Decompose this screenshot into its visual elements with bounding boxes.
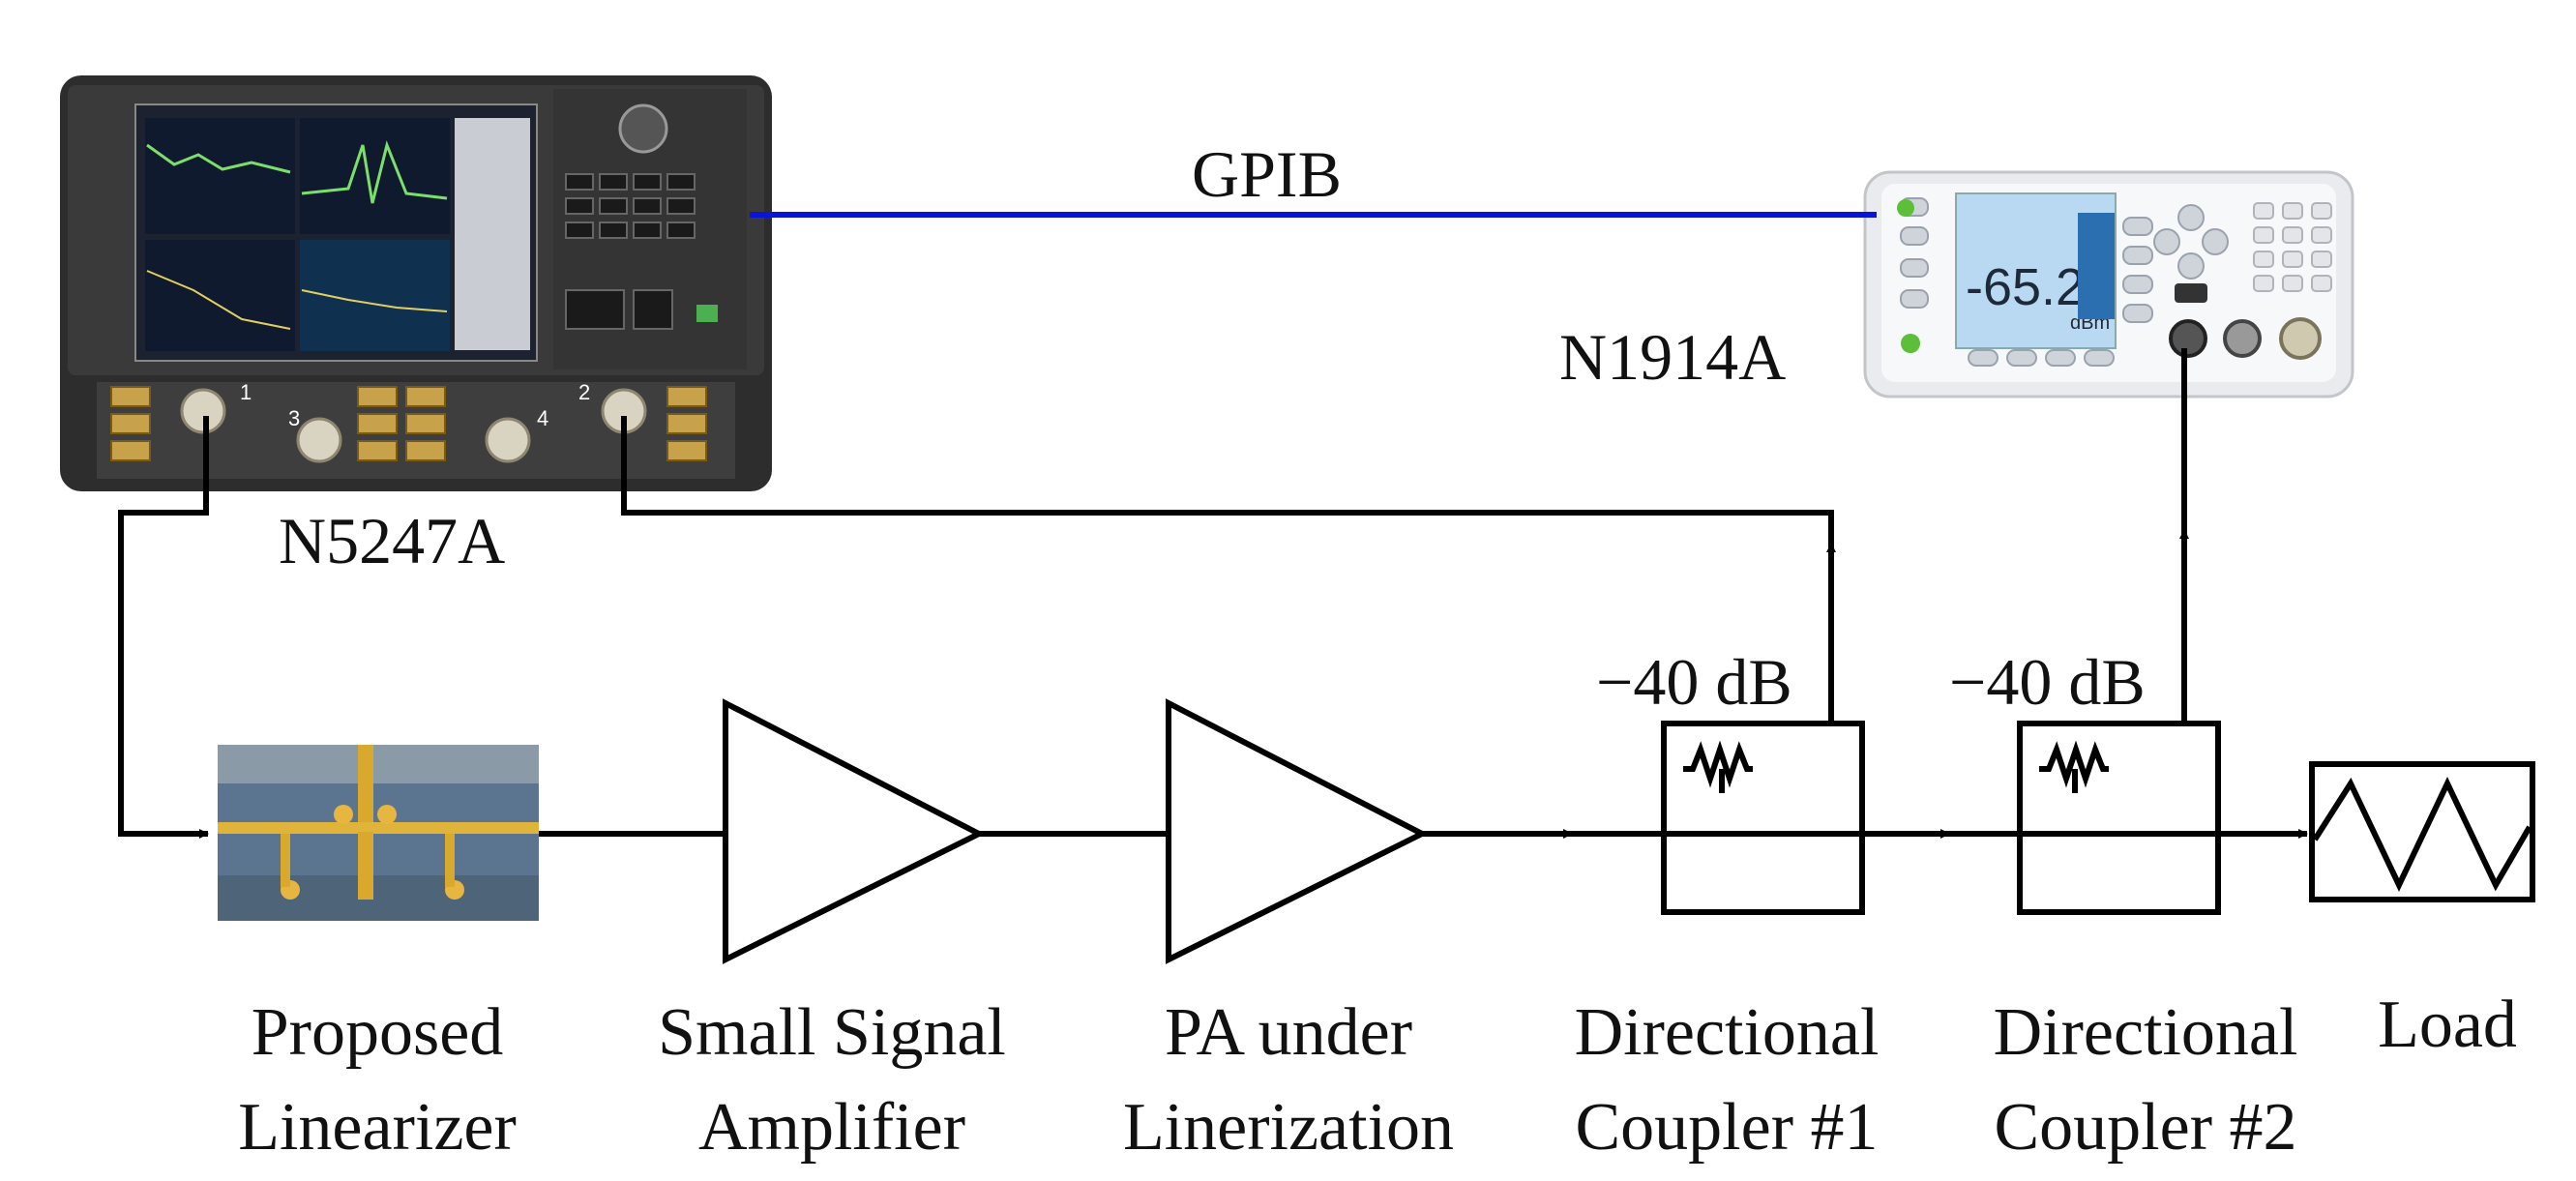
caption-line: Linearizer — [238, 1090, 517, 1165]
caption-coupler-2: Directional Coupler #2 — [1994, 995, 2298, 1165]
caption-pa: PA under Linerization — [1123, 995, 1454, 1165]
power-meter-image: -65.25 dBm — [1863, 170, 2354, 399]
power-meter-label: N1914A — [1559, 320, 1786, 394]
caption-coupler-1: Directional Coupler #1 — [1575, 995, 1880, 1165]
coupler-2-attenuation: −40 dB — [1949, 645, 2146, 719]
caption-line: Load — [2378, 988, 2517, 1062]
network-analyzer-image: 1 3 4 2 — [60, 75, 772, 491]
port1-to-linearizer-wire — [118, 416, 209, 839]
resistor-icon — [2039, 740, 2109, 788]
linearizer-photo — [218, 745, 539, 921]
caption-line: Coupler #1 — [1575, 1090, 1878, 1165]
caption-line: Small Signal — [658, 995, 1006, 1070]
vna-port-1-label: 1 — [240, 380, 252, 404]
caption-line: Linerization — [1123, 1090, 1454, 1165]
directional-coupler-2 — [2017, 721, 2221, 915]
directional-coupler-1 — [1661, 721, 1865, 915]
caption-line: PA under — [1165, 995, 1412, 1070]
load-icon — [2309, 761, 2535, 902]
caption-line: Coupler #2 — [1994, 1090, 2296, 1165]
resistor-icon — [1683, 740, 1753, 788]
small-signal-amplifier-icon — [723, 698, 986, 964]
caption-line: Directional — [1575, 995, 1880, 1070]
caption-linearizer: Proposed Linearizer — [238, 995, 517, 1165]
caption-small-signal-amplifier: Small Signal Amplifier — [658, 995, 1006, 1165]
vna-port-3-label: 3 — [288, 406, 300, 430]
caption-line: Amplifier — [698, 1090, 965, 1165]
vna-label: N5247A — [279, 504, 505, 577]
caption-line: Directional — [1994, 995, 2298, 1070]
pa-under-linearization-icon — [1166, 698, 1429, 964]
caption-line: Proposed — [252, 995, 504, 1070]
gpib-label: GPIB — [1192, 137, 1342, 211]
coupler-1-attenuation: −40 dB — [1596, 645, 1792, 719]
caption-load: Load — [2378, 988, 2517, 1062]
vna-port-4-label: 4 — [537, 406, 548, 430]
vna-port-2-label: 2 — [578, 380, 590, 404]
